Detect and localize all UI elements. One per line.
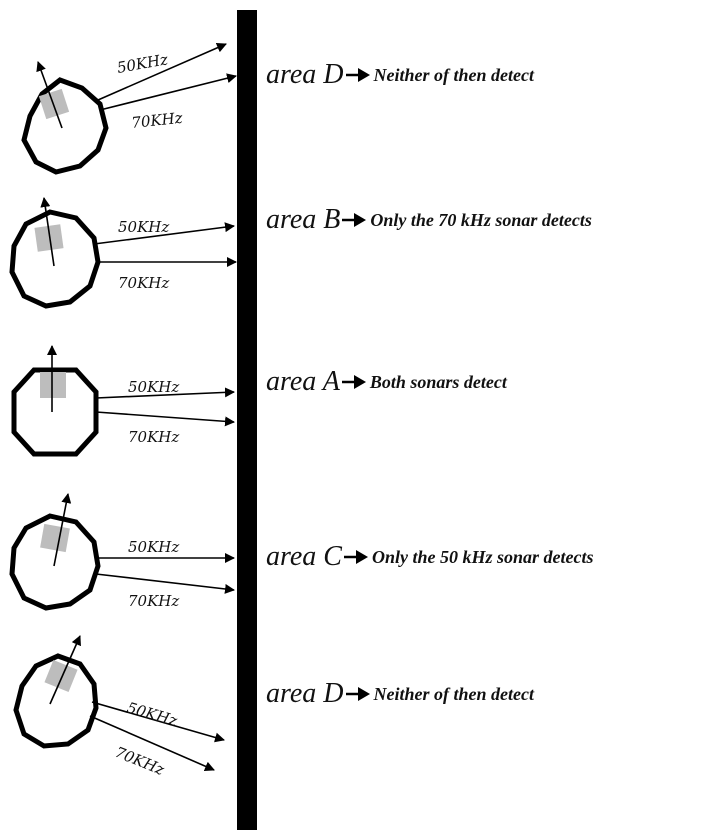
- detection-description: Only the 50 kHz sonar detects: [371, 546, 594, 567]
- beam-70khz: [89, 715, 215, 771]
- beam-70khz: [95, 573, 235, 594]
- sonar-unit-row-4: 50KHz 70KHz: [9, 493, 235, 611]
- beam-70khz-label: 70KHz: [118, 274, 169, 292]
- right-arrow-icon: [345, 687, 370, 701]
- heading-arrow: [49, 635, 81, 705]
- fish-body-octagon: [11, 367, 99, 457]
- wall-bar: [237, 10, 257, 830]
- transducer-block: [44, 660, 78, 692]
- fish-body-octagon: [9, 209, 101, 309]
- transducer-block: [40, 372, 66, 398]
- beam-50khz-label: 50KHz: [125, 699, 179, 730]
- right-arrow-icon: [342, 213, 367, 227]
- detection-description: Neither of then detect: [373, 683, 534, 704]
- area-row-2: area B Only the 70 kHz sonar detects: [266, 203, 592, 237]
- right-arrow-icon: [345, 68, 370, 82]
- beam-50khz: [91, 701, 225, 743]
- area-row-3: area A Both sonars detect: [266, 365, 507, 399]
- beam-70khz: [95, 411, 235, 427]
- area-label: area C: [266, 541, 342, 572]
- heading-arrow: [40, 197, 55, 267]
- area-row-5: area D Neither of then detect: [266, 677, 534, 711]
- right-arrow-icon: [341, 375, 366, 389]
- beam-50khz-label: 50KHz: [128, 378, 179, 396]
- transducer-block: [34, 224, 64, 252]
- right-arrow-icon: [343, 550, 368, 564]
- sonar-unit-row-3: 50KHz 70KHz: [11, 345, 235, 457]
- beam-50khz: [93, 222, 235, 245]
- beam-70khz-label: 70KHz: [113, 743, 167, 779]
- area-label: area D: [266, 59, 344, 90]
- heading-arrow: [36, 61, 63, 129]
- area-label: area A: [266, 366, 340, 397]
- sonar-unit-row-1: 50KHz 70KHz: [21, 43, 237, 175]
- fish-body-octagon: [13, 653, 99, 749]
- area-label: area B: [266, 204, 341, 235]
- detection-description: Only the 70 kHz sonar detects: [370, 209, 592, 230]
- sonar-unit-row-2: 50KHz 70KHz: [9, 197, 237, 309]
- beam-50khz-label: 50KHz: [128, 538, 179, 556]
- beam-50khz: [97, 43, 227, 101]
- area-label: area D: [266, 678, 344, 709]
- beam-70khz-label: 70KHz: [128, 592, 179, 610]
- beam-70khz-label: 70KHz: [131, 109, 184, 132]
- transducer-block: [40, 523, 70, 553]
- beam-50khz-label: 50KHz: [118, 218, 169, 236]
- heading-arrow: [53, 493, 72, 567]
- beam-70khz-label: 70KHz: [128, 428, 179, 446]
- sonar-unit-row-5: 50KHz 70KHz: [13, 635, 225, 779]
- area-row-4: area C Only the 50 kHz sonar detects: [266, 540, 593, 574]
- fish-body-octagon: [21, 77, 109, 175]
- detection-description: Both sonars detect: [369, 371, 507, 392]
- beam-50khz: [95, 387, 235, 399]
- beam-70khz: [99, 73, 237, 111]
- detection-description: Neither of then detect: [373, 64, 534, 85]
- area-row-1: area D Neither of then detect: [266, 58, 534, 92]
